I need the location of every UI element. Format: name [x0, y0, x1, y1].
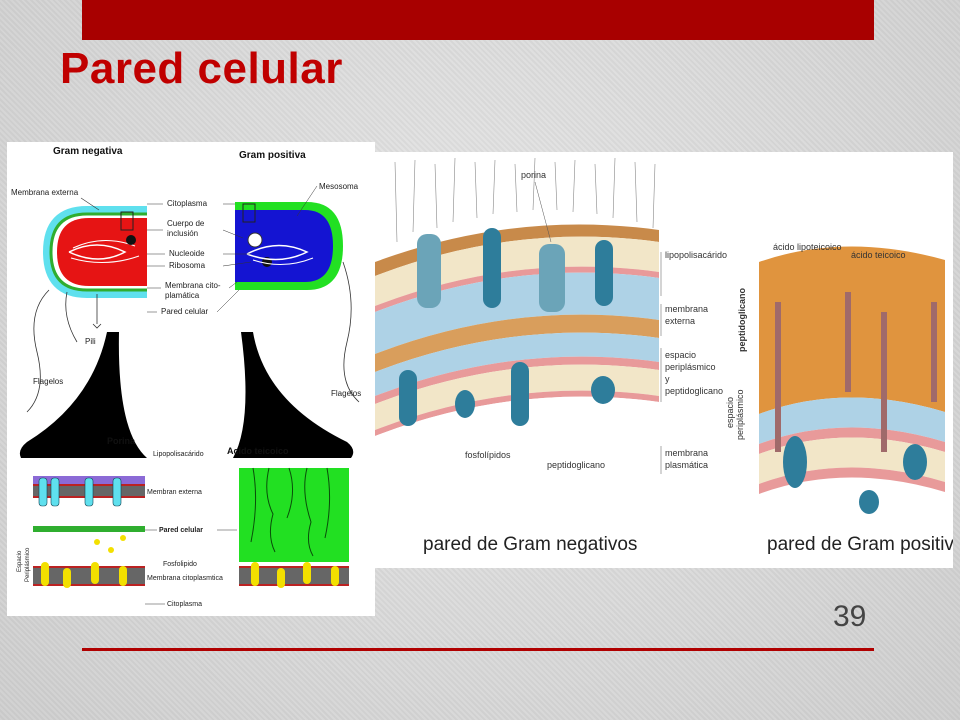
- label-porina-right: porina: [521, 170, 546, 180]
- gram-positive-membrane: [759, 246, 945, 514]
- label-acido-teicoico-right: ácido teicoico: [851, 250, 906, 260]
- bottom-accent-line: [82, 648, 874, 651]
- label-flagelos-right: Flagelos: [331, 389, 361, 398]
- zoom-funnel-right: [233, 332, 354, 458]
- label-espacio-1: Espacio: [17, 550, 23, 572]
- label-pili: Pili: [85, 337, 96, 346]
- label-lipopolisacarido-right: lipopolisacárido: [665, 250, 727, 260]
- gram-comparison-svg: Gram negativa Gram positiva Membrana ext…: [11, 146, 361, 612]
- label-acido-teicoico: Acido teicoico: [227, 446, 289, 456]
- label-membrana-2: externa: [665, 316, 695, 326]
- label-membrana-cito-2: plamática: [165, 291, 200, 300]
- gram-positive-wall-detail: [239, 467, 349, 588]
- label-espacio-r3: y: [665, 374, 670, 384]
- label-vertical-espacio-2: periplásmico: [735, 389, 745, 440]
- label-flagelos-left: Flagelos: [33, 377, 63, 386]
- label-membrana-citoplasmatica: Membrana citoplasmtica: [147, 575, 223, 582]
- label-porina-left: Porina: [107, 436, 136, 446]
- gram-comparison-diagram: Gram negativa Gram positiva Membrana ext…: [7, 142, 375, 616]
- lps-filaments: [394, 157, 656, 243]
- gram-negative-wall-detail: [33, 470, 145, 612]
- heading-gram-positive: Gram positiva: [239, 150, 306, 161]
- label-membrana-cito-1: Membrana cito-: [165, 281, 221, 290]
- caption-gram-negative: pared de Gram negativos: [423, 534, 637, 555]
- label-pared-celular-detail: Pared celular: [159, 527, 203, 534]
- zoom-funnel-left: [19, 332, 147, 458]
- label-fosfolipidos: fosfolípidos: [465, 450, 511, 460]
- membrane-structure-diagram: porina lipopolisacárido membrana externa…: [375, 152, 960, 568]
- label-peptidoglicano: peptidoglicano: [547, 460, 605, 470]
- membrane-structure-svg: porina lipopolisacárido membrana externa…: [375, 157, 960, 555]
- page-number: 39: [833, 600, 867, 633]
- slide-title: Pared celular: [60, 44, 343, 93]
- label-vertical-peptidoglicano: peptidoglicano: [737, 288, 747, 353]
- label-cuerpo-inclusion-1: Cuerpo de: [167, 219, 205, 228]
- label-nucleoide: Nucleoide: [169, 249, 205, 258]
- label-citoplasma: Citoplasma: [167, 199, 208, 208]
- top-accent-bar: [82, 0, 874, 40]
- label-membrana-plasmatica-2: plasmática: [665, 460, 708, 470]
- heading-gram-negative: Gram negativa: [53, 146, 123, 157]
- label-membrana-plasmatica-1: membrana: [665, 448, 708, 458]
- label-pared-celular: Pared celular: [161, 307, 208, 316]
- label-vertical-espacio-1: espacio: [725, 397, 735, 428]
- label-fosfolipido: Fosfolipido: [163, 561, 197, 568]
- label-acido-lipoteicoico: ácido lipoteicoico: [773, 242, 842, 252]
- caption-gram-positive: pared de Gram positivos: [767, 534, 953, 555]
- label-lipopolisacarido-left: Lipopolisacárido: [153, 451, 204, 458]
- label-espacio-r1: espacio: [665, 350, 696, 360]
- label-espacio-2: Periplásmico: [25, 547, 31, 582]
- label-membrana-externa: Membrana externa: [11, 188, 79, 197]
- membrane-proteins: [399, 228, 615, 426]
- label-espacio-r4: peptidoglicano: [665, 386, 723, 396]
- label-cuerpo-inclusion-2: inclusión: [167, 229, 198, 238]
- label-espacio-r2: periplásmico: [665, 362, 716, 372]
- label-membrana-1: membrana: [665, 304, 708, 314]
- label-membran-externa: Membran externa: [147, 489, 202, 496]
- label-mesosoma: Mesosoma: [319, 182, 359, 191]
- gram-negative-cell: [26, 206, 147, 413]
- label-citoplasma-detail: Citoplasma: [167, 601, 202, 608]
- gram-positive-cell: [235, 202, 360, 403]
- label-ribosoma: Ribosoma: [169, 261, 206, 270]
